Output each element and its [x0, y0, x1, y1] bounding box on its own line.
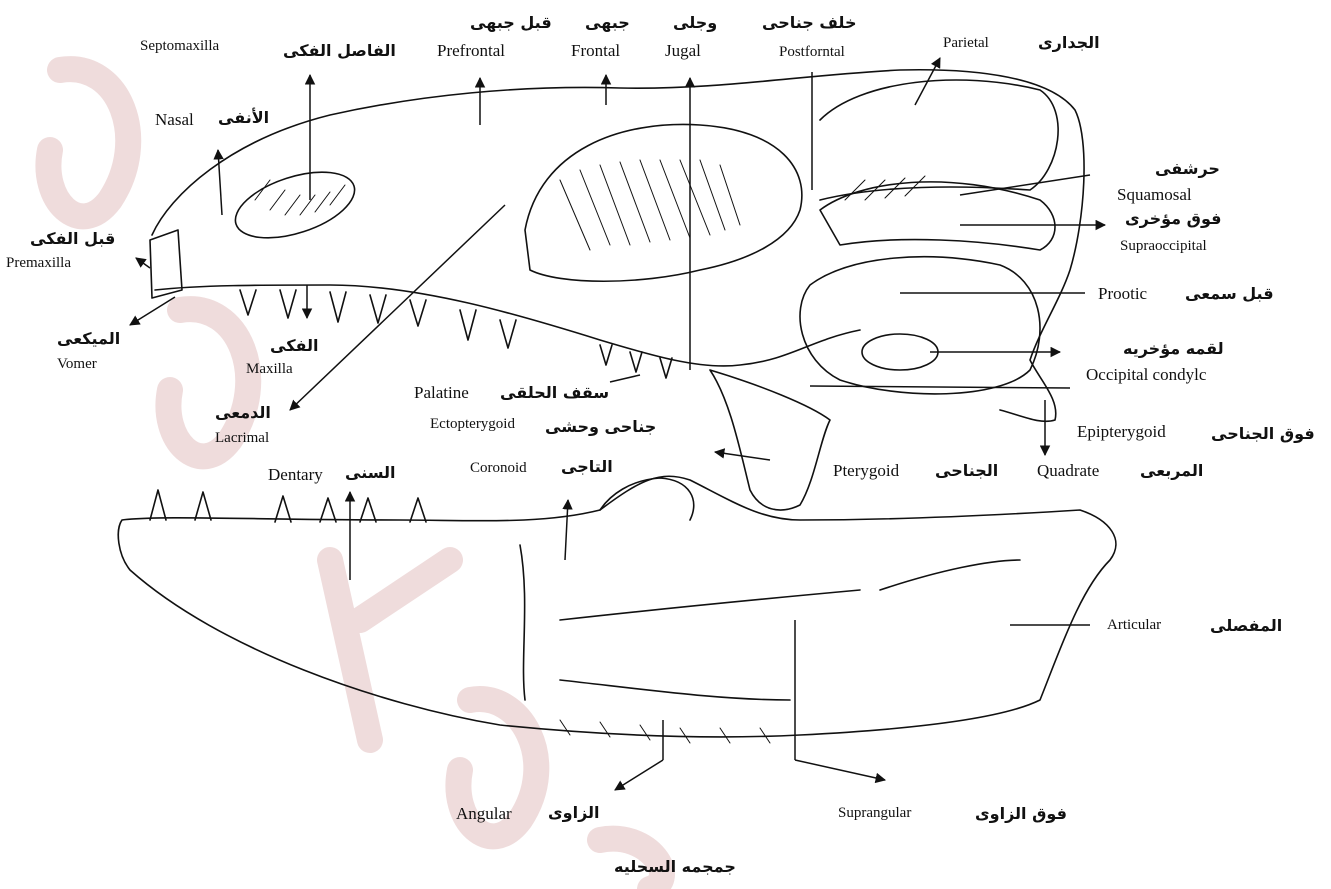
- pterygoid-process: [710, 370, 830, 510]
- label-squamosal-ar: حرشفى: [1155, 160, 1220, 178]
- leader-lacrimal: [290, 205, 505, 410]
- label-pterygoid-ar: الجناحى: [935, 462, 998, 480]
- label-parietal-en: Parietal: [943, 35, 989, 52]
- label-ectopterygoid-en: Ectopterygoid: [430, 416, 515, 433]
- label-squamosal-en: Squamosal: [1117, 186, 1192, 205]
- label-postfrontal-en: Postforntal: [779, 44, 845, 61]
- label-angular-en: Angular: [456, 805, 512, 824]
- label-ectopterygoid-ar: جناحى وحشى: [545, 418, 656, 436]
- leader-palatine: [610, 375, 640, 382]
- label-premaxilla-ar: قبل الفكى: [30, 230, 115, 248]
- label-septomaxilla-en: Septomaxilla: [140, 38, 219, 55]
- label-occipital-condyle-en: Occipital condylc: [1086, 366, 1206, 385]
- hatching: [255, 160, 925, 743]
- label-dentary-ar: السنى: [345, 464, 396, 482]
- label-parietal-ar: الجدارى: [1038, 34, 1100, 52]
- label-prefrontal-ar: قبل جبهى: [470, 14, 552, 32]
- label-postfrontal-ar: خلف جناحى: [762, 14, 856, 32]
- label-vomer-en: Vomer: [57, 356, 97, 373]
- braincase: [800, 257, 1040, 394]
- upper-teeth: [240, 290, 672, 378]
- leader-angular-2: [615, 760, 663, 790]
- jaw-sutures: [520, 545, 1020, 700]
- label-coronoid-ar: التاجى: [561, 458, 613, 476]
- leader-nasal: [218, 150, 222, 215]
- label-coronoid-en: Coronoid: [470, 460, 527, 477]
- nostril: [227, 159, 362, 251]
- leader-premaxilla: [136, 258, 150, 268]
- temporal-fenestra: [820, 182, 1055, 250]
- upper-jaw-margin: [155, 285, 860, 366]
- label-supraoccipital-en: Supraoccipital: [1120, 238, 1207, 255]
- label-palatine-ar: سقف الحلقى: [500, 384, 609, 402]
- label-pterygoid-en: Pterygoid: [833, 462, 899, 481]
- label-surangular-en: Suprangular: [838, 805, 911, 822]
- label-septomaxilla-ar: الفاصل الفكى: [283, 42, 396, 60]
- label-frontal-ar: جبهى: [585, 14, 630, 32]
- label-maxilla-en: Maxilla: [246, 361, 293, 378]
- label-occipital-condyle-ar: لقمه مؤخريه: [1123, 340, 1224, 358]
- label-angular-ar: الزاوى: [548, 804, 600, 822]
- label-quadrate-ar: المربعى: [1140, 462, 1203, 480]
- label-surangular-ar: فوق الزاوى: [975, 805, 1067, 823]
- label-dentary-en: Dentary: [268, 466, 323, 485]
- label-nasal-en: Nasal: [155, 111, 194, 130]
- label-premaxilla-en: Premaxilla: [6, 255, 71, 272]
- label-epipterygoid-en: Epipterygoid: [1077, 423, 1166, 442]
- label-jugal-ar: وجلى: [673, 14, 717, 32]
- label-prootic-ar: قبل سمعى: [1185, 285, 1274, 303]
- label-jugal-en: Jugal: [665, 42, 701, 61]
- label-lacrimal-en: Lacrimal: [215, 430, 269, 447]
- label-frontal-en: Frontal: [571, 42, 620, 61]
- label-articular-ar: المفصلى: [1210, 617, 1282, 635]
- leader-epipterygoid: [810, 386, 1070, 388]
- orbit: [525, 124, 802, 281]
- leader-vomer: [130, 297, 175, 325]
- label-palatine-en: Palatine: [414, 384, 469, 403]
- label-maxilla-ar: الفكى: [270, 337, 319, 355]
- label-quadrate-en: Quadrate: [1037, 462, 1099, 481]
- caption: جمجمه السحليه: [614, 858, 736, 876]
- label-supraoccipital-ar: فوق مؤخرى: [1125, 210, 1221, 228]
- leader-surangular-2: [795, 760, 885, 780]
- occipital-condyle: [862, 334, 938, 370]
- label-prefrontal-en: Prefrontal: [437, 42, 505, 61]
- label-vomer-ar: الميكعى: [57, 330, 120, 348]
- lower-jaw: [118, 476, 1116, 737]
- label-prootic-en: Prootic: [1098, 285, 1147, 304]
- label-lacrimal-ar: الدمعى: [215, 404, 271, 422]
- label-articular-en: Articular: [1107, 617, 1161, 634]
- label-nasal-ar: الأنفى: [218, 109, 269, 127]
- leader-coronoid: [565, 500, 568, 560]
- label-epipterygoid-ar: فوق الجناحى: [1211, 425, 1315, 443]
